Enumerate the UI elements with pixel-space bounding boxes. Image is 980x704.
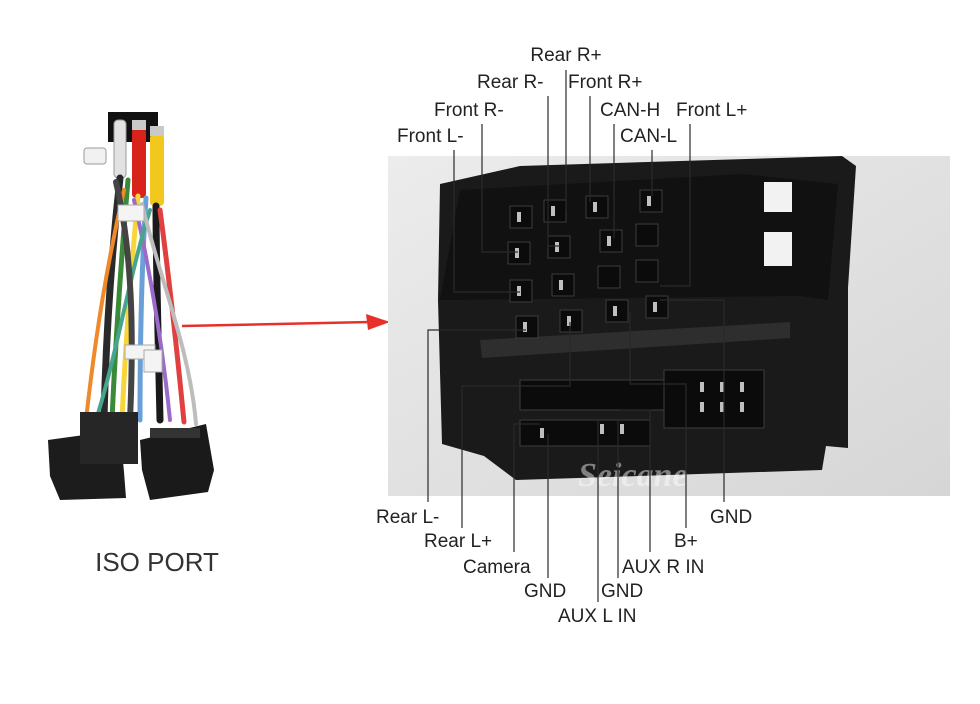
watermark-logo: Seicane	[578, 457, 688, 494]
label-aux-l-in: AUX L IN	[558, 606, 637, 627]
iso-port-caption: ISO PORT	[95, 547, 219, 577]
pointer-arrow	[181, 314, 390, 330]
label-front-r-plus: Front R+	[568, 72, 642, 93]
label-can-l: CAN-L	[620, 126, 677, 147]
pin-leader-lines	[427, 70, 725, 602]
label-rear-l-plus: Rear L+	[424, 531, 492, 552]
label-front-l-plus: Front L+	[676, 100, 747, 121]
label-can-h: CAN-H	[600, 100, 660, 121]
label-front-r-minus: Front R-	[434, 100, 504, 121]
label-aux-r-in: AUX R IN	[622, 557, 704, 578]
pin-labels: Rear R+ Rear R- Front R+ Front R- CAN-H …	[376, 45, 752, 627]
label-gnd-3: GND	[710, 507, 752, 528]
label-gnd-2: GND	[601, 581, 643, 602]
label-b-plus: B+	[674, 531, 698, 552]
lower-pin-cavities	[519, 369, 765, 447]
label-rear-l-minus: Rear L-	[376, 507, 439, 528]
iso-connector-blocks	[48, 412, 214, 500]
label-front-l-minus: Front L-	[397, 126, 464, 147]
label-camera: Camera	[463, 557, 531, 578]
label-gnd-1: GND	[524, 581, 566, 602]
upper-pin-cavities	[507, 189, 669, 339]
connector-photo: Seicane	[388, 156, 950, 496]
label-rear-r-minus: Rear R-	[477, 72, 544, 93]
rca-plugs	[113, 119, 164, 206]
wiring-harness-illustration	[48, 112, 214, 500]
label-rear-r-plus: Rear R+	[530, 45, 601, 66]
